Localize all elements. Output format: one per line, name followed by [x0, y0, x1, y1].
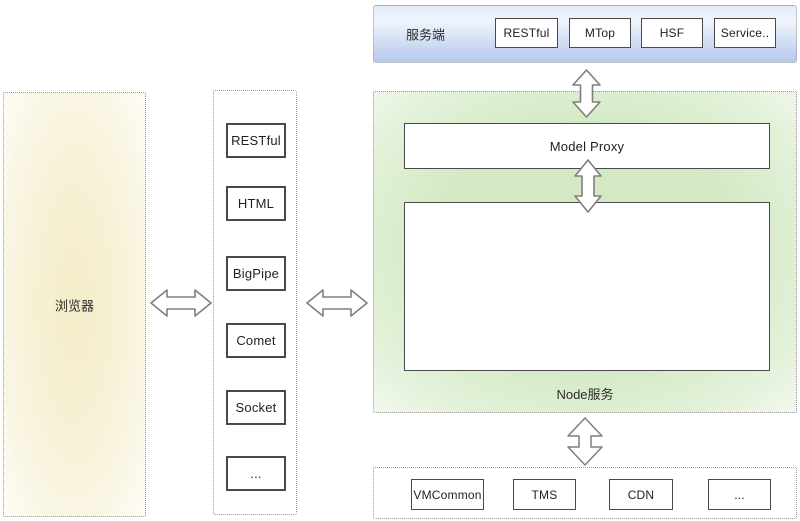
arrow-browser-transport	[150, 287, 212, 319]
backend-item-more: ...	[708, 479, 771, 510]
double-arrow-vertical-icon	[567, 417, 603, 466]
transport-item-socket: Socket	[226, 390, 286, 425]
node-panel: Model Proxy Node服务	[373, 91, 797, 413]
browser-panel: 浏览器	[3, 92, 146, 517]
server-item-hsf: HSF	[641, 18, 703, 48]
backend-item-cdn: CDN	[609, 479, 673, 510]
transport-item-more: ...	[226, 456, 286, 491]
arrow-proxy-app	[573, 159, 603, 213]
server-panel-label: 服务端	[406, 27, 446, 43]
transport-item-restful: RESTful	[226, 123, 286, 158]
backend-item-tms: TMS	[513, 479, 576, 510]
arrow-transport-node	[306, 287, 368, 319]
node-panel-label: Node服务	[556, 387, 614, 402]
server-panel: 服务端 RESTful MTop HSF Service..	[373, 5, 797, 63]
server-item-mtop: MTop	[569, 18, 631, 48]
double-arrow-vertical-icon	[574, 159, 602, 213]
server-item-restful: RESTful	[495, 18, 558, 48]
double-arrow-vertical-icon	[572, 69, 601, 118]
double-arrow-horizontal-icon	[150, 289, 212, 317]
double-arrow-horizontal-icon	[306, 289, 368, 317]
arrow-node-backend	[566, 417, 604, 466]
arrow-server-node	[571, 69, 602, 118]
transport-item-bigpipe: BigPipe	[226, 256, 286, 291]
backend-item-vmcommon: VMCommon	[411, 479, 484, 510]
transport-item-html: HTML	[226, 186, 286, 221]
browser-panel-label: 浏览器	[54, 298, 95, 313]
transport-item-comet: Comet	[226, 323, 286, 358]
transport-panel: RESTful HTML BigPipe Comet Socket ...	[213, 90, 297, 515]
node-app-box	[404, 202, 770, 371]
backend-panel: VMCommon TMS CDN ...	[373, 467, 797, 519]
server-item-service: Service..	[714, 18, 776, 48]
